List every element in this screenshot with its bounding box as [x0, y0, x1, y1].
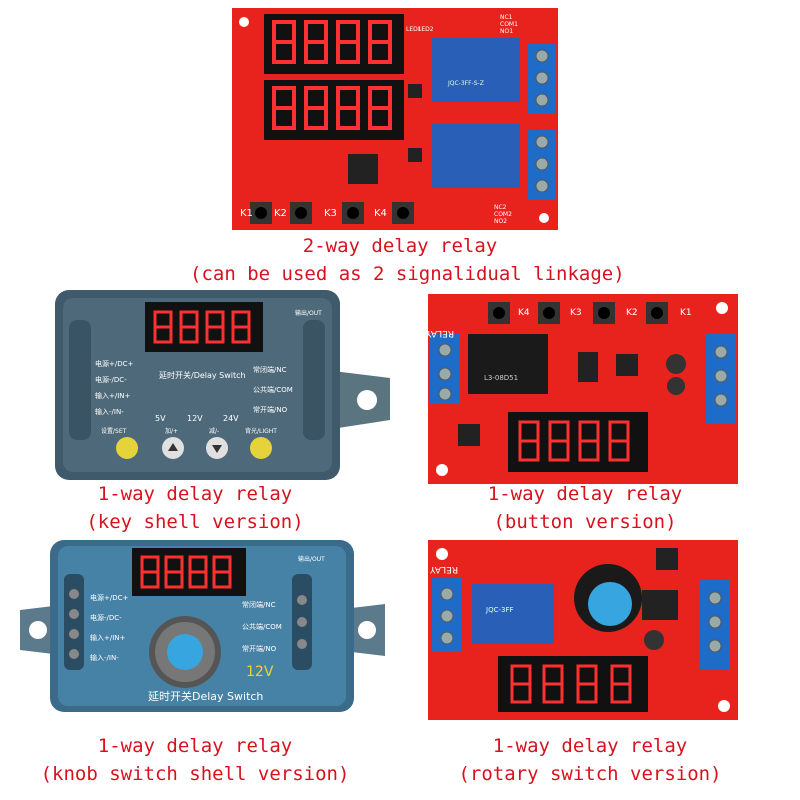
relay-label: RELAY [428, 328, 455, 338]
caption-title: 1-way delay relay [97, 735, 293, 757]
caption-title: 1-way delay relay [97, 483, 293, 505]
shell-title: 延时开关Delay Switch [148, 690, 264, 703]
knob-shell-relay-photo: 输出/OUT 电源+/DC+ 电源-/DC- 输入+/IN+ 输入-/IN- 常… [20, 540, 385, 712]
caption-subtitle: (can be used as 2 signalidual linkage) [190, 263, 625, 285]
caption-title: 1-way delay relay [492, 735, 688, 757]
caption-button: 1-way delay relay (button version) [435, 480, 735, 536]
output-label: 输出/OUT [295, 310, 322, 317]
relay-model-text: JQC-3FF-S-Z [448, 80, 484, 87]
relay-model-text: JQC-3FF [486, 606, 514, 614]
key-label: K4 [518, 308, 530, 318]
caption-rotary: 1-way delay relay (rotary switch version… [430, 732, 750, 788]
key-label: K1 [680, 308, 692, 318]
two-way-relay-photo: JQC-3FF-S-Z LED1 LED2 NC1 COM1 NO1 NC2 C… [232, 8, 558, 230]
relay-model-text: L3-08D51 [484, 374, 519, 382]
caption-title: 1-way delay relay [487, 483, 683, 505]
voltage-label: 5V [155, 414, 166, 423]
caption-two-way: 2-way delay relay (can be used as 2 sign… [190, 232, 625, 288]
key-label: K4 [374, 208, 387, 219]
key-label: K3 [570, 308, 582, 318]
led-label: LED2 [418, 26, 434, 33]
button-relay-photo: RELAY L3-08D51 K1 K2 K3 K4 [428, 294, 738, 484]
output-label: 输出/OUT [298, 556, 325, 563]
caption-key-shell: 1-way delay relay (key shell version) [45, 480, 345, 536]
voltage-label: 12V [187, 414, 203, 423]
shell-title: 延时开关/Delay Switch [159, 371, 246, 380]
input-labels: 电源+/DC+ 电源-/DC- 输入+/IN+ 输入-/IN- [95, 360, 134, 416]
caption-subtitle: (knob switch shell version) [40, 763, 350, 785]
input-labels: 电源+/DC+ 电源-/DC- 输入+/IN+ 输入-/IN- [90, 594, 129, 662]
minus-button-label: 减/- [209, 428, 220, 435]
key-shell-relay-photo: 输出/OUT 电源+/DC+ 电源-/DC- 输入+/IN+ 输入-/IN- 延… [55, 290, 390, 480]
caption-subtitle: (button version) [493, 511, 677, 533]
key-label: K1 [240, 208, 253, 219]
relay-label: RELAY [430, 564, 459, 574]
key-label: K2 [274, 208, 287, 219]
set-button-label: 设置/SET [101, 428, 127, 435]
output-pin-labels: 常闭端/NC 公共端/COM 常开端/NO [242, 601, 282, 653]
caption-knob-shell: 1-way delay relay (knob switch shell ver… [20, 732, 370, 788]
key-label: K2 [626, 308, 638, 318]
rotary-relay-photo: RELAY JQC-3FF [428, 540, 738, 720]
led-label: LED1 [406, 26, 422, 33]
caption-subtitle: (rotary switch version) [458, 763, 722, 785]
voltage-label: 24V [223, 414, 239, 423]
plus-button-label: 加/+ [165, 428, 179, 435]
pin-labels-bottom: NC2 COM2 NO2 [494, 204, 512, 225]
key-label: K3 [324, 208, 337, 219]
output-pin-labels: 常闭端/NC 公共端/COM 常开端/NO [253, 366, 293, 414]
caption-title: 2-way delay relay [302, 235, 498, 257]
light-button-label: 背光/LIGHT [245, 428, 277, 435]
voltage-label: 12V [246, 664, 274, 680]
caption-subtitle: (key shell version) [86, 511, 304, 533]
pin-labels-top: NC1 COM1 NO1 [500, 14, 518, 35]
